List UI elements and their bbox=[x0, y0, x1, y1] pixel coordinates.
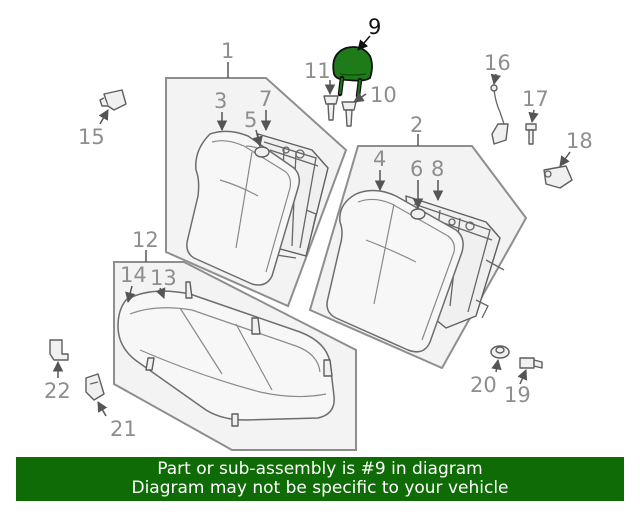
callout-9: 9 bbox=[368, 15, 381, 39]
callout-17: 17 bbox=[522, 87, 549, 111]
leader-16 bbox=[490, 73, 502, 86]
callout-19: 19 bbox=[504, 383, 531, 407]
callout-13: 13 bbox=[150, 266, 177, 290]
callout-1: 1 bbox=[221, 39, 234, 63]
leader-14 bbox=[125, 285, 136, 304]
callout-22: 22 bbox=[44, 379, 71, 403]
part-22-clip bbox=[49, 339, 69, 361]
callout-14: 14 bbox=[120, 263, 147, 287]
callout-5: 5 bbox=[244, 108, 257, 132]
leader-13 bbox=[155, 287, 166, 299]
callout-20: 20 bbox=[470, 373, 497, 397]
callout-21: 21 bbox=[110, 417, 137, 441]
leader-19 bbox=[517, 369, 528, 385]
callout-8: 8 bbox=[431, 157, 444, 181]
part-20-nut bbox=[490, 345, 510, 359]
leader-15 bbox=[98, 109, 109, 125]
leader-9 bbox=[357, 35, 371, 51]
part-11-guide bbox=[323, 95, 339, 121]
callout-3: 3 bbox=[214, 89, 227, 113]
part-18-latch bbox=[543, 165, 573, 189]
leader-18 bbox=[559, 151, 571, 167]
callout-12: 12 bbox=[132, 228, 159, 252]
callout-7: 7 bbox=[259, 87, 272, 111]
callout-4: 4 bbox=[373, 147, 386, 171]
part-16-cable bbox=[490, 84, 509, 145]
callout-10: 10 bbox=[370, 83, 397, 107]
part-15-hook bbox=[99, 89, 127, 111]
part-5-clip bbox=[254, 146, 270, 158]
callout-16: 16 bbox=[484, 51, 511, 75]
part-9-headrest bbox=[332, 46, 373, 99]
banner-line-part: Part or sub-assembly is #9 in diagram bbox=[157, 459, 483, 479]
callout-11: 11 bbox=[304, 59, 331, 83]
leader-21 bbox=[97, 401, 108, 417]
left-seatback-cushion bbox=[186, 130, 301, 286]
part-19-bolt bbox=[519, 357, 543, 369]
leader-10 bbox=[353, 92, 367, 103]
part-info-banner: Part or sub-assembly is #9 in diagram Di… bbox=[16, 457, 624, 501]
banner-line-disclaimer: Diagram may not be specific to your vehi… bbox=[131, 478, 509, 498]
callout-15: 15 bbox=[78, 125, 105, 149]
part-21-clip bbox=[85, 373, 105, 401]
leader-17 bbox=[528, 109, 539, 124]
callout-2: 2 bbox=[410, 113, 423, 137]
seat-cushion bbox=[117, 281, 335, 427]
leader-20 bbox=[491, 358, 502, 373]
right-seatback-cushion bbox=[326, 189, 464, 353]
part-17-bolt bbox=[525, 123, 537, 145]
leader-5 bbox=[252, 129, 263, 148]
headrest-cushion bbox=[332, 46, 373, 82]
part-10-guide bbox=[341, 101, 357, 127]
callout-18: 18 bbox=[566, 129, 593, 153]
callout-6: 6 bbox=[410, 157, 423, 181]
part-6-clip bbox=[410, 208, 426, 220]
